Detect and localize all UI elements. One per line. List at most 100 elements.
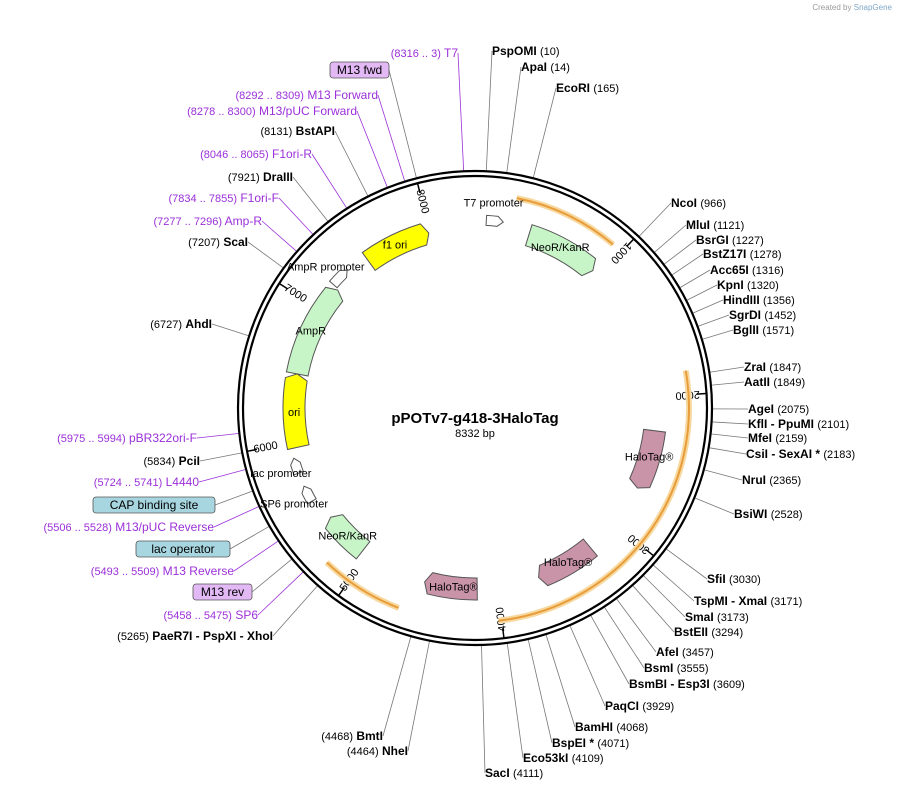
label-leader	[211, 323, 249, 336]
site-label[interactable]: PspOMI (10)	[492, 44, 560, 58]
site-label[interactable]: BglII (1571)	[733, 323, 794, 337]
site-label[interactable]: ApaI (14)	[521, 60, 570, 74]
site-label[interactable]: M13 fwd	[329, 61, 390, 79]
feature-arrow[interactable]	[301, 485, 317, 505]
feature-arrow[interactable]	[538, 538, 599, 587]
site-label[interactable]: Eco53kI (4109)	[523, 751, 604, 765]
site-label[interactable]: BstEII (3294)	[674, 625, 743, 639]
label-text: PaqCI (3929)	[605, 699, 674, 713]
feature-arrow[interactable]	[485, 214, 504, 227]
label-text: CsiI - SexAI * (2183)	[746, 447, 855, 461]
label-coords: (2183)	[823, 449, 855, 461]
site-label[interactable]: (8131) BstAPI	[261, 124, 335, 138]
label-coords: (2159)	[775, 433, 807, 445]
feature-arrow[interactable]	[524, 224, 597, 277]
site-label[interactable]: SmaI (3173)	[685, 610, 749, 624]
label-name: KflI - PpuMI	[748, 417, 814, 431]
label-leader	[695, 497, 735, 515]
feature-arrow[interactable]	[328, 269, 348, 289]
site-label[interactable]: AfeI (3457)	[656, 645, 714, 659]
label-name: Acc65I	[710, 263, 749, 277]
plasmid-size: 8332 bp	[455, 428, 495, 440]
site-label[interactable]: CsiI - SexAI * (2183)	[746, 447, 855, 461]
label-coords: (8131)	[261, 126, 293, 138]
feature-label: AmpR	[296, 326, 327, 338]
site-label[interactable]: (7207) ScaI	[188, 235, 248, 249]
site-label[interactable]: MfeI (2159)	[748, 431, 807, 445]
site-label[interactable]: BsrGI (1227)	[696, 233, 764, 247]
site-label[interactable]: AgeI (2075)	[748, 402, 809, 416]
site-label[interactable]: (8316 .. 3) T7	[391, 46, 459, 60]
label-coords: (4468)	[321, 731, 353, 743]
site-label[interactable]: KflI - PpuMI (2101)	[748, 417, 849, 431]
label-text: AatII (1849)	[744, 375, 805, 389]
site-label[interactable]: (5506 .. 5528) M13/pUC Reverse	[43, 520, 214, 534]
site-label[interactable]: SacI (4111)	[485, 766, 543, 780]
site-label[interactable]: MluI (1121)	[686, 218, 744, 232]
site-label[interactable]: KpnI (1320)	[717, 278, 779, 292]
site-label[interactable]: EcoRI (165)	[556, 81, 619, 95]
label-text: (8131) BstAPI	[261, 124, 335, 138]
label-text: HindIII (1356)	[723, 293, 795, 307]
feature-label: HaloTag®	[429, 582, 477, 594]
site-label[interactable]: BamHI (4068)	[575, 720, 648, 734]
orf-arc	[326, 561, 399, 609]
site-label[interactable]: (5493 .. 5509) M13 Reverse	[91, 564, 235, 578]
site-label[interactable]: HindIII (1356)	[723, 293, 795, 307]
feature-arrow[interactable]	[285, 286, 344, 377]
feature-arrow[interactable]	[324, 514, 371, 560]
site-label[interactable]: M13 rev	[192, 583, 253, 601]
site-label[interactable]: (5975 .. 5994) pBR322ori-F	[57, 431, 197, 445]
site-label[interactable]: Acc65I (1316)	[710, 263, 784, 277]
site-label[interactable]: (6727) AhdI	[150, 317, 212, 331]
site-label[interactable]: SfiI (3030)	[707, 572, 761, 586]
site-label[interactable]: (8278 .. 8300) M13/pUC Forward	[187, 104, 357, 118]
site-label[interactable]: NcoI (966)	[671, 196, 726, 210]
label-leader	[616, 598, 657, 653]
tick-mark	[278, 282, 289, 290]
site-label[interactable]: (4464) NheI	[347, 744, 408, 758]
label-text: TspMI - XmaI (3171)	[694, 594, 802, 608]
site-label[interactable]: (5265) PaeR7I - PspXI - XhoI	[117, 629, 273, 643]
site-label[interactable]: (5724 .. 5741) L4440	[94, 475, 200, 489]
site-label[interactable]: BstZ17I (1278)	[703, 247, 782, 261]
site-label[interactable]: (7921) DraIII	[228, 170, 293, 184]
label-text: BsmI (3555)	[644, 661, 708, 675]
site-label[interactable]: SgrDI (1452)	[729, 308, 796, 322]
site-label[interactable]: BsmI (3555)	[644, 661, 708, 675]
site-label[interactable]: (8046 .. 8065) F1ori-R	[200, 147, 312, 161]
site-label[interactable]: CAP binding site	[92, 496, 216, 514]
label-leader	[278, 197, 313, 235]
plasmid-name: pPOTv7-g418-3HaloTag	[391, 410, 558, 427]
site-label[interactable]: BspEI * (4071)	[552, 736, 629, 750]
site-label[interactable]: (4468) BmtI	[321, 729, 383, 743]
site-label[interactable]: (5458 .. 5475) SP6	[163, 608, 258, 622]
label-name: SmaI	[685, 610, 714, 624]
label-coords: (7921)	[228, 172, 260, 184]
site-label[interactable]: BsiWI (2528)	[734, 507, 802, 521]
label-coords: (3171)	[770, 596, 802, 608]
label-text: SgrDI (1452)	[729, 308, 796, 322]
label-text: BamHI (4068)	[575, 720, 648, 734]
feature-arrow[interactable]	[424, 572, 478, 601]
site-label[interactable]: BsmBI - Esp3I (3609)	[629, 677, 745, 691]
feature-arrow[interactable]	[361, 223, 430, 272]
label-leader	[311, 153, 347, 208]
site-label[interactable]: lac operator	[135, 540, 231, 558]
site-label[interactable]: (8292 .. 8309) M13 Forward	[235, 88, 378, 102]
site-label[interactable]: PaqCI (3929)	[605, 699, 674, 713]
site-label[interactable]: ZraI (1847)	[744, 360, 801, 374]
site-label[interactable]: (5834) PciI	[144, 454, 201, 468]
site-label[interactable]: (7277 .. 7296) Amp-R	[153, 214, 262, 228]
site-label[interactable]: NruI (2365)	[742, 473, 801, 487]
label-name: BsmI	[644, 661, 673, 675]
label-leader	[213, 506, 259, 528]
label-coords: (3294)	[711, 627, 743, 639]
feature-arrow[interactable]	[629, 428, 667, 489]
site-label[interactable]: AatII (1849)	[744, 375, 805, 389]
site-label[interactable]: TspMI - XmaI (3171)	[694, 594, 802, 608]
feature-arrow[interactable]	[282, 373, 310, 451]
site-label[interactable]: (7834 .. 7855) F1ori-F	[168, 191, 279, 205]
feature-arrow[interactable]	[290, 457, 304, 476]
